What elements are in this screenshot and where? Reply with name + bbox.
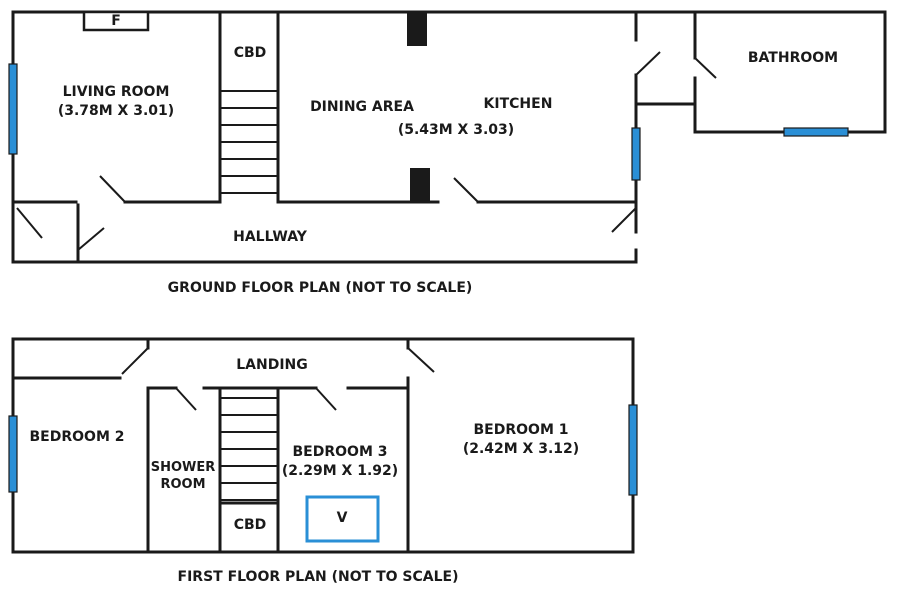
living-room-label: LIVING ROOM (63, 84, 170, 100)
bedroom-3-label: BEDROOM 3 (293, 444, 388, 460)
bathroom-label: BATHROOM (748, 50, 838, 66)
first-floor-doors (121, 347, 435, 411)
bedroom-1-window (628, 404, 638, 496)
chimney-breast-bottom (410, 168, 430, 202)
ground-floor-doors (16, 51, 717, 251)
fireplace-label: F (111, 13, 121, 29)
bedroom-1-label: BEDROOM 1 (474, 422, 569, 438)
first-floor-caption: FIRST FLOOR PLAN (NOT TO SCALE) (178, 569, 459, 585)
chimney-breast-top (407, 12, 427, 46)
bedroom-2-window (8, 415, 18, 493)
first-floor-stairs (220, 397, 278, 501)
first-floor-plan: V LANDING BEDROOM 2 SHOWER ROOM BEDROOM … (8, 337, 638, 585)
dining-area-label: DINING AREA (310, 99, 414, 115)
bathroom-window (783, 127, 849, 137)
kitchen-label: KITCHEN (484, 96, 553, 112)
kitchen-size: (5.43M X 3.03) (398, 122, 514, 138)
living-room-size: (3.78M X 3.01) (58, 103, 174, 119)
living-room-window (8, 63, 18, 155)
bedroom-1-size: (2.42M X 3.12) (463, 441, 579, 457)
fireplace-box (82, 10, 150, 32)
ground-floor-plan: F LIVING ROOM (3.78M X 3.01) CBD DINING … (8, 10, 887, 296)
ground-floor-stairs (220, 90, 278, 194)
shower-room-label-line1: SHOWER (151, 460, 216, 475)
landing-label: LANDING (236, 357, 308, 373)
bedroom-3-size: (2.29M X 1.92) (282, 463, 398, 479)
ground-cupboard-label: CBD (234, 45, 267, 61)
first-cupboard-label: CBD (234, 517, 267, 533)
shower-room-label-line2: ROOM (160, 477, 205, 492)
ground-floor-caption: GROUND FLOOR PLAN (NOT TO SCALE) (168, 280, 473, 296)
kitchen-window (631, 127, 641, 181)
hallway-label: HALLWAY (233, 229, 308, 245)
vent-label: V (337, 510, 348, 526)
bedroom-2-label: BEDROOM 2 (30, 429, 125, 445)
vent-box (305, 495, 380, 543)
